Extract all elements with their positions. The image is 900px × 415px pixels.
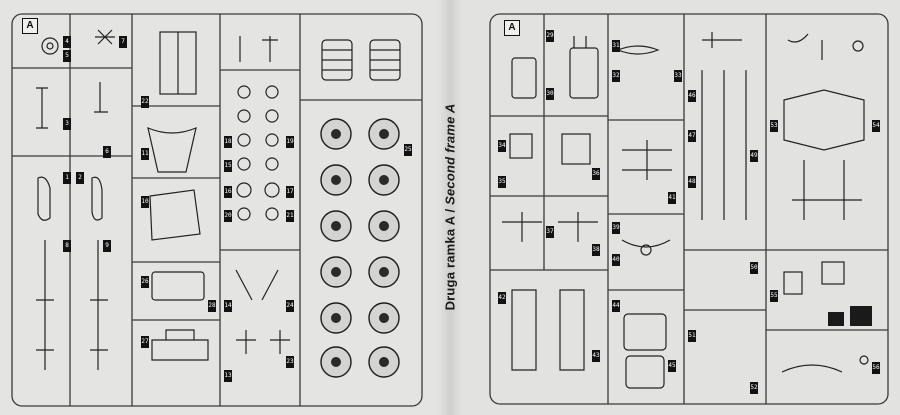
part-number-tag: 42: [498, 292, 506, 304]
part-number-tag: 34: [498, 140, 506, 152]
part-number-tag: 51: [688, 330, 696, 342]
left-sprue-frame: [0, 0, 438, 415]
part-number-tag: 28: [208, 300, 216, 312]
part-number-tag: 16: [224, 186, 232, 198]
part-number-tag: 2: [76, 172, 84, 184]
part-number-tag: 7: [119, 36, 127, 48]
part-number-tag: 37: [546, 226, 554, 238]
part-number-tag: 23: [286, 356, 294, 368]
part-number-tag: 44: [612, 300, 620, 312]
part-number-tag: 46: [688, 90, 696, 102]
part-number-tag: 4: [63, 36, 71, 48]
part-number-tag: 18: [224, 136, 232, 148]
part-number-tag: 32: [612, 70, 620, 82]
part-number-tag: 56: [872, 362, 880, 374]
left-frame-letter: A: [22, 18, 38, 34]
part-number-tag: 22: [141, 96, 149, 108]
part-number-tag: 8: [63, 240, 71, 252]
frame-caption: Druga ramka A / Second frame A: [443, 104, 458, 311]
part-number-tag: 24: [286, 300, 294, 312]
caption-english: Second frame A: [442, 103, 458, 205]
part-number-tag: 40: [612, 254, 620, 266]
part-number-tag: 48: [688, 176, 696, 188]
part-number-tag: 6: [103, 146, 111, 158]
part-number-tag: 1: [63, 172, 71, 184]
part-number-tag: 26: [141, 276, 149, 288]
part-number-tag: 13: [224, 370, 232, 382]
part-number-tag: 33: [674, 70, 682, 82]
left-sprue-sheet: A 4 5 7 1 2 3 6 8 9 10 11 12 13 14 15 16…: [0, 0, 438, 415]
part-number-tag: 29: [546, 30, 554, 42]
part-number-tag: 53: [770, 120, 778, 132]
part-number-tag: 52: [750, 382, 758, 394]
left-sprue-drawing: [11, 13, 423, 407]
right-sprue-drawing: [489, 13, 889, 405]
caption-separator: /: [442, 204, 458, 217]
caption-polish: Druga ramka A: [442, 216, 458, 311]
part-number-tag: 45: [668, 360, 676, 372]
right-sprue-frame: [462, 0, 900, 415]
part-number-tag: 10: [141, 196, 149, 208]
part-number-tag: 3: [63, 118, 71, 130]
part-number-tag: 20: [224, 210, 232, 222]
part-number-tag: 17: [286, 186, 294, 198]
part-number-tag: 5: [63, 50, 71, 62]
part-number-tag: 25: [404, 144, 412, 156]
part-number-tag: 55: [770, 290, 778, 302]
part-number-tag: 30: [546, 88, 554, 100]
part-number-tag: 49: [750, 150, 758, 162]
part-number-tag: 43: [592, 350, 600, 362]
page-gutter: [438, 0, 462, 415]
part-number-tag: 14: [224, 300, 232, 312]
part-number-tag: 39: [612, 222, 620, 234]
part-number-tag: 9: [103, 240, 111, 252]
part-number-tag: 47: [688, 130, 696, 142]
part-number-tag: 27: [141, 336, 149, 348]
part-number-tag: 35: [498, 176, 506, 188]
part-number-tag: 19: [286, 136, 294, 148]
part-number-tag: 41: [668, 192, 676, 204]
part-number-tag: 54: [872, 120, 880, 132]
part-number-tag: 11: [141, 148, 149, 160]
right-frame-letter: A: [504, 20, 520, 36]
part-number-tag: 21: [286, 210, 294, 222]
part-number-tag: 31: [612, 40, 620, 52]
part-number-tag: 38: [592, 244, 600, 256]
right-sprue-sheet: A 29 30 31 32 33 34 35 36 37 38 39 40 41…: [462, 0, 900, 415]
part-number-tag: 50: [750, 262, 758, 274]
part-number-tag: 36: [592, 168, 600, 180]
part-number-tag: 15: [224, 160, 232, 172]
